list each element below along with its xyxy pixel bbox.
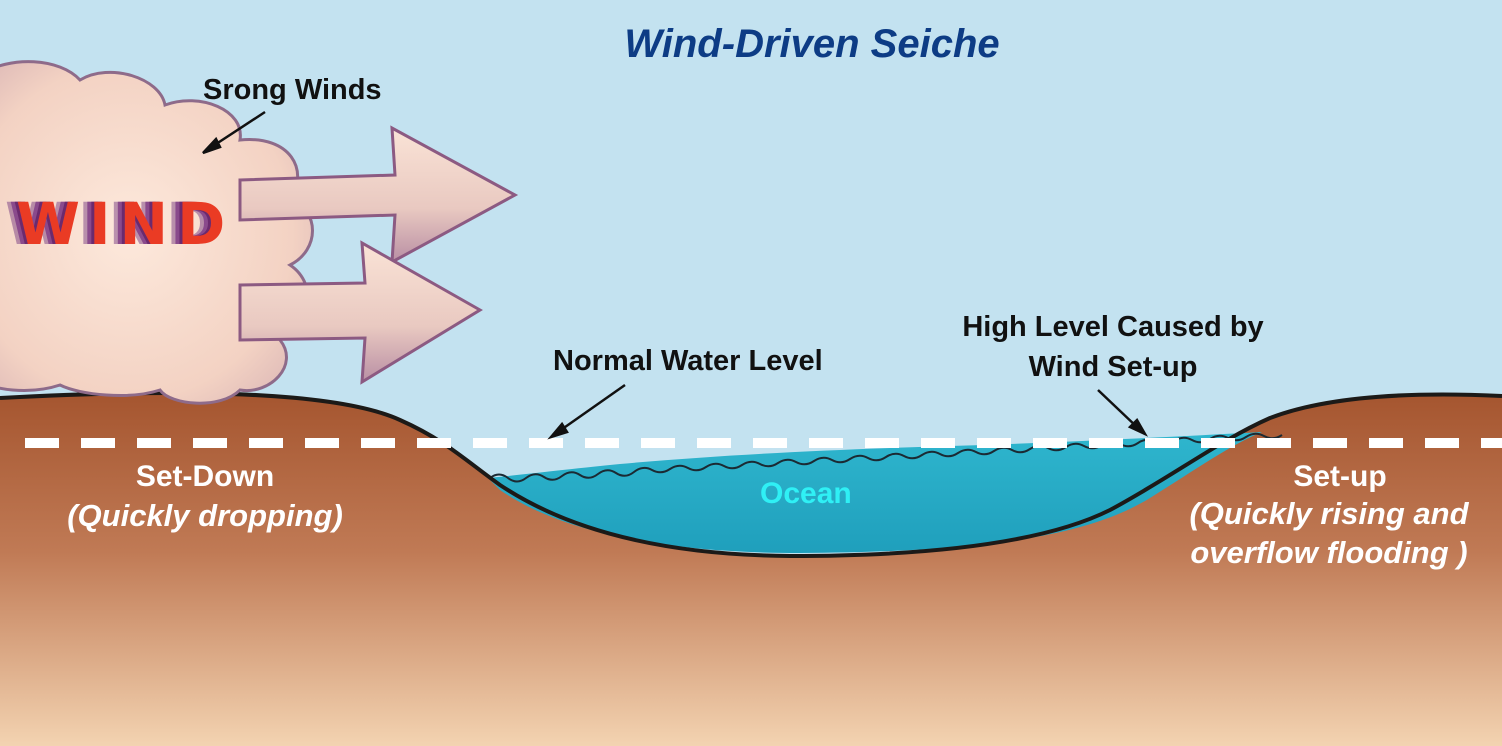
pointer-strong-winds: [202, 110, 266, 155]
pointer-high-level: [1097, 389, 1149, 437]
label-set-up-note-line2: overflow flooding ): [1190, 535, 1468, 570]
label-set-down: Set-Down: [135, 460, 275, 493]
pointer-normal-water-level: [547, 383, 626, 440]
label-set-up-note-line1: (Quickly rising and: [1189, 496, 1469, 531]
label-set-up: Set-up: [1293, 460, 1387, 493]
wind-arrow-lower: [238, 240, 483, 385]
diagram-title: Wind-Driven Seiche: [624, 22, 1000, 66]
label-high-level-line2: Wind Set-up: [1028, 351, 1198, 383]
wind-cloud: [0, 60, 314, 405]
label-strong-winds: Srong Winds: [203, 74, 382, 106]
label-high-level-line1: High Level Caused by: [962, 311, 1264, 343]
wind-arrow-upper: [238, 125, 519, 265]
label-ocean: Ocean: [760, 477, 852, 510]
ground: [0, 392, 1502, 746]
label-set-down-note: (Quickly dropping): [67, 498, 343, 533]
label-normal-water-level: Normal Water Level: [553, 345, 823, 377]
wind-graphic-text: WIND: [16, 190, 235, 258]
ground-outline: [0, 391, 1502, 559]
ocean-water: [488, 432, 1262, 553]
